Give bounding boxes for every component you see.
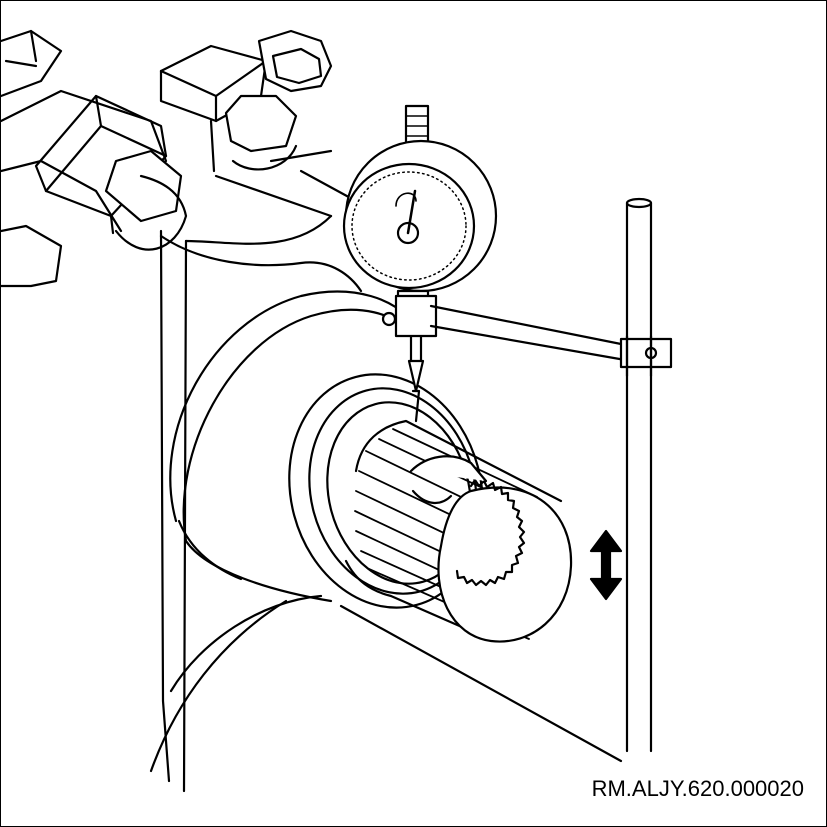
- transmission-housing: [1, 29, 623, 793]
- dial-indicator: [342, 104, 498, 423]
- indicator-holder-arm: [381, 294, 673, 369]
- splined-shaft: [344, 419, 573, 643]
- hex-bolt-top: [159, 29, 333, 173]
- double-arrow-vertical-icon: [589, 529, 623, 601]
- flange-housing: [169, 290, 484, 609]
- hex-bolt-left: [34, 94, 188, 251]
- reference-code: RM.ALJY.620.000020: [591, 776, 804, 801]
- magnetic-stand-rod: [625, 197, 653, 753]
